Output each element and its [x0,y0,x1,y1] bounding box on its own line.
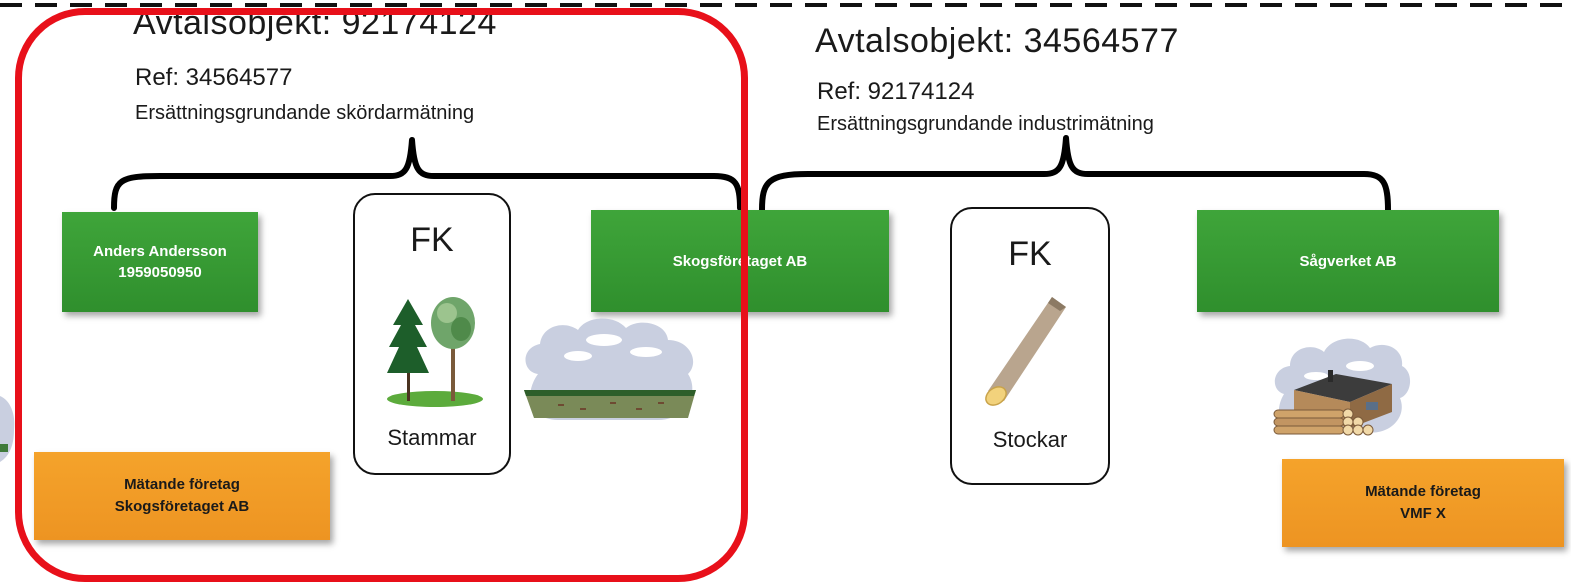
agreement-1-description: Ersättningsgrundande skördarmätning [135,102,475,124]
sawmill-box: Sågverket AB [1197,210,1499,312]
fk-card-2-caption: Stockar [992,427,1068,452]
agreement-2-ref: Ref: 92174124 [817,78,975,105]
fk-card-stammar: FK Stammar [353,193,511,475]
partial-illustration-icon [0,396,15,462]
agreement-2-title: Avtalsobjekt: 34564577 [815,22,1179,60]
brace-agreement-2 [759,135,1391,213]
owner-name: Anders Andersson [93,243,227,260]
sawmill-name: Sågverket AB [1299,252,1397,270]
owner-id: 1959050950 [118,264,202,281]
forest-company-box: Skogsföretaget AB [591,210,889,312]
fk-card-2-label: FK [1008,235,1052,273]
measuring-2-company: VMF X [1400,505,1446,522]
agreement-1-title: Avtalsobjekt: 92174124 [133,4,497,42]
log-icon [985,297,1066,406]
measuring-1-label: Mätande företag [124,476,240,494]
owner-box: Anders Andersson 1959050950 [62,212,258,312]
fk-card-1-label: FK [410,221,454,259]
measuring-company-box-2: Mätande företag VMF X [1282,459,1564,547]
sawmill-cloud-icon [1273,338,1411,436]
trees-icon [387,297,483,407]
forest-cloud-icon [524,318,696,420]
agreement-2-description: Ersättningsgrundande industrimätning [817,113,1154,135]
fk-card-stockar: FK Stockar [950,207,1110,485]
measuring-2-label: Mätande företag [1365,483,1481,501]
brace-agreement-1 [111,137,743,211]
measuring-1-company: Skogsföretaget AB [114,498,250,515]
dashed-boundary-line [0,3,1571,7]
measuring-company-box-1: Mätande företag Skogsföretaget AB [34,452,330,540]
fk-card-1-caption: Stammar [387,425,477,450]
forest-company-name: Skogsföretaget AB [672,252,808,270]
agreement-1-ref: Ref: 34564577 [135,64,293,91]
